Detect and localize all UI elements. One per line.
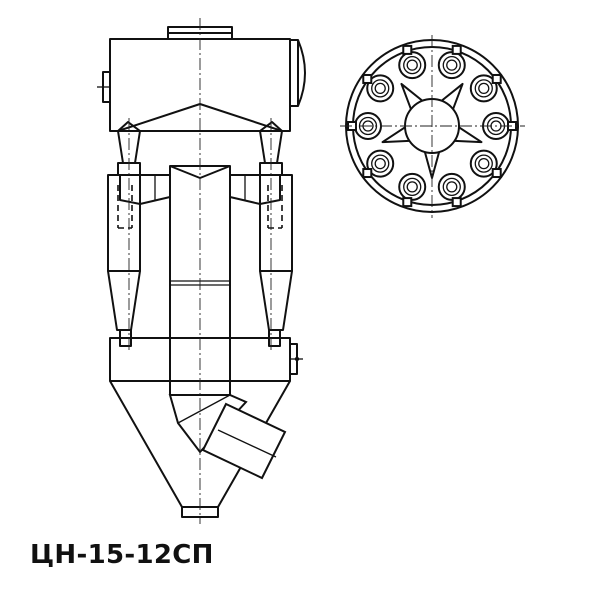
top-view-cyclone [437, 172, 466, 208]
inlet-nozzle-right [289, 39, 306, 107]
top-view-spoke [439, 82, 464, 112]
top-view-cyclone-tab [451, 197, 462, 208]
left-flange [97, 71, 111, 103]
top-view-spoke [452, 125, 483, 144]
cyclone-element-right [229, 121, 293, 347]
top-view-cyclone-tab [402, 197, 413, 208]
top-view-cyclone [362, 73, 395, 103]
top-view-cyclone-tab [402, 44, 413, 55]
outlet-elbow [168, 394, 287, 480]
top-view-cyclone [362, 149, 395, 179]
bunker-box [109, 337, 303, 382]
top-view-cyclone [437, 44, 466, 80]
top-view [340, 35, 525, 218]
top-view-spoke [400, 82, 425, 112]
cyclone-element-left [107, 121, 171, 347]
side-view [97, 18, 306, 524]
top-view-cyclone [469, 73, 502, 103]
top-view-cyclone [398, 44, 427, 80]
top-view-spoke [381, 125, 412, 144]
top-view-cyclone-tab [491, 168, 502, 179]
top-view-cyclone [469, 149, 502, 179]
top-view-cyclone-tab [362, 73, 373, 84]
top-view-cyclone-tab [491, 73, 502, 84]
model-caption: ЦН-15-12СП [30, 540, 214, 570]
top-view-cyclone [398, 172, 427, 208]
top-view-cyclone-tab [451, 44, 462, 55]
top-view-cyclone-tab [362, 168, 373, 179]
